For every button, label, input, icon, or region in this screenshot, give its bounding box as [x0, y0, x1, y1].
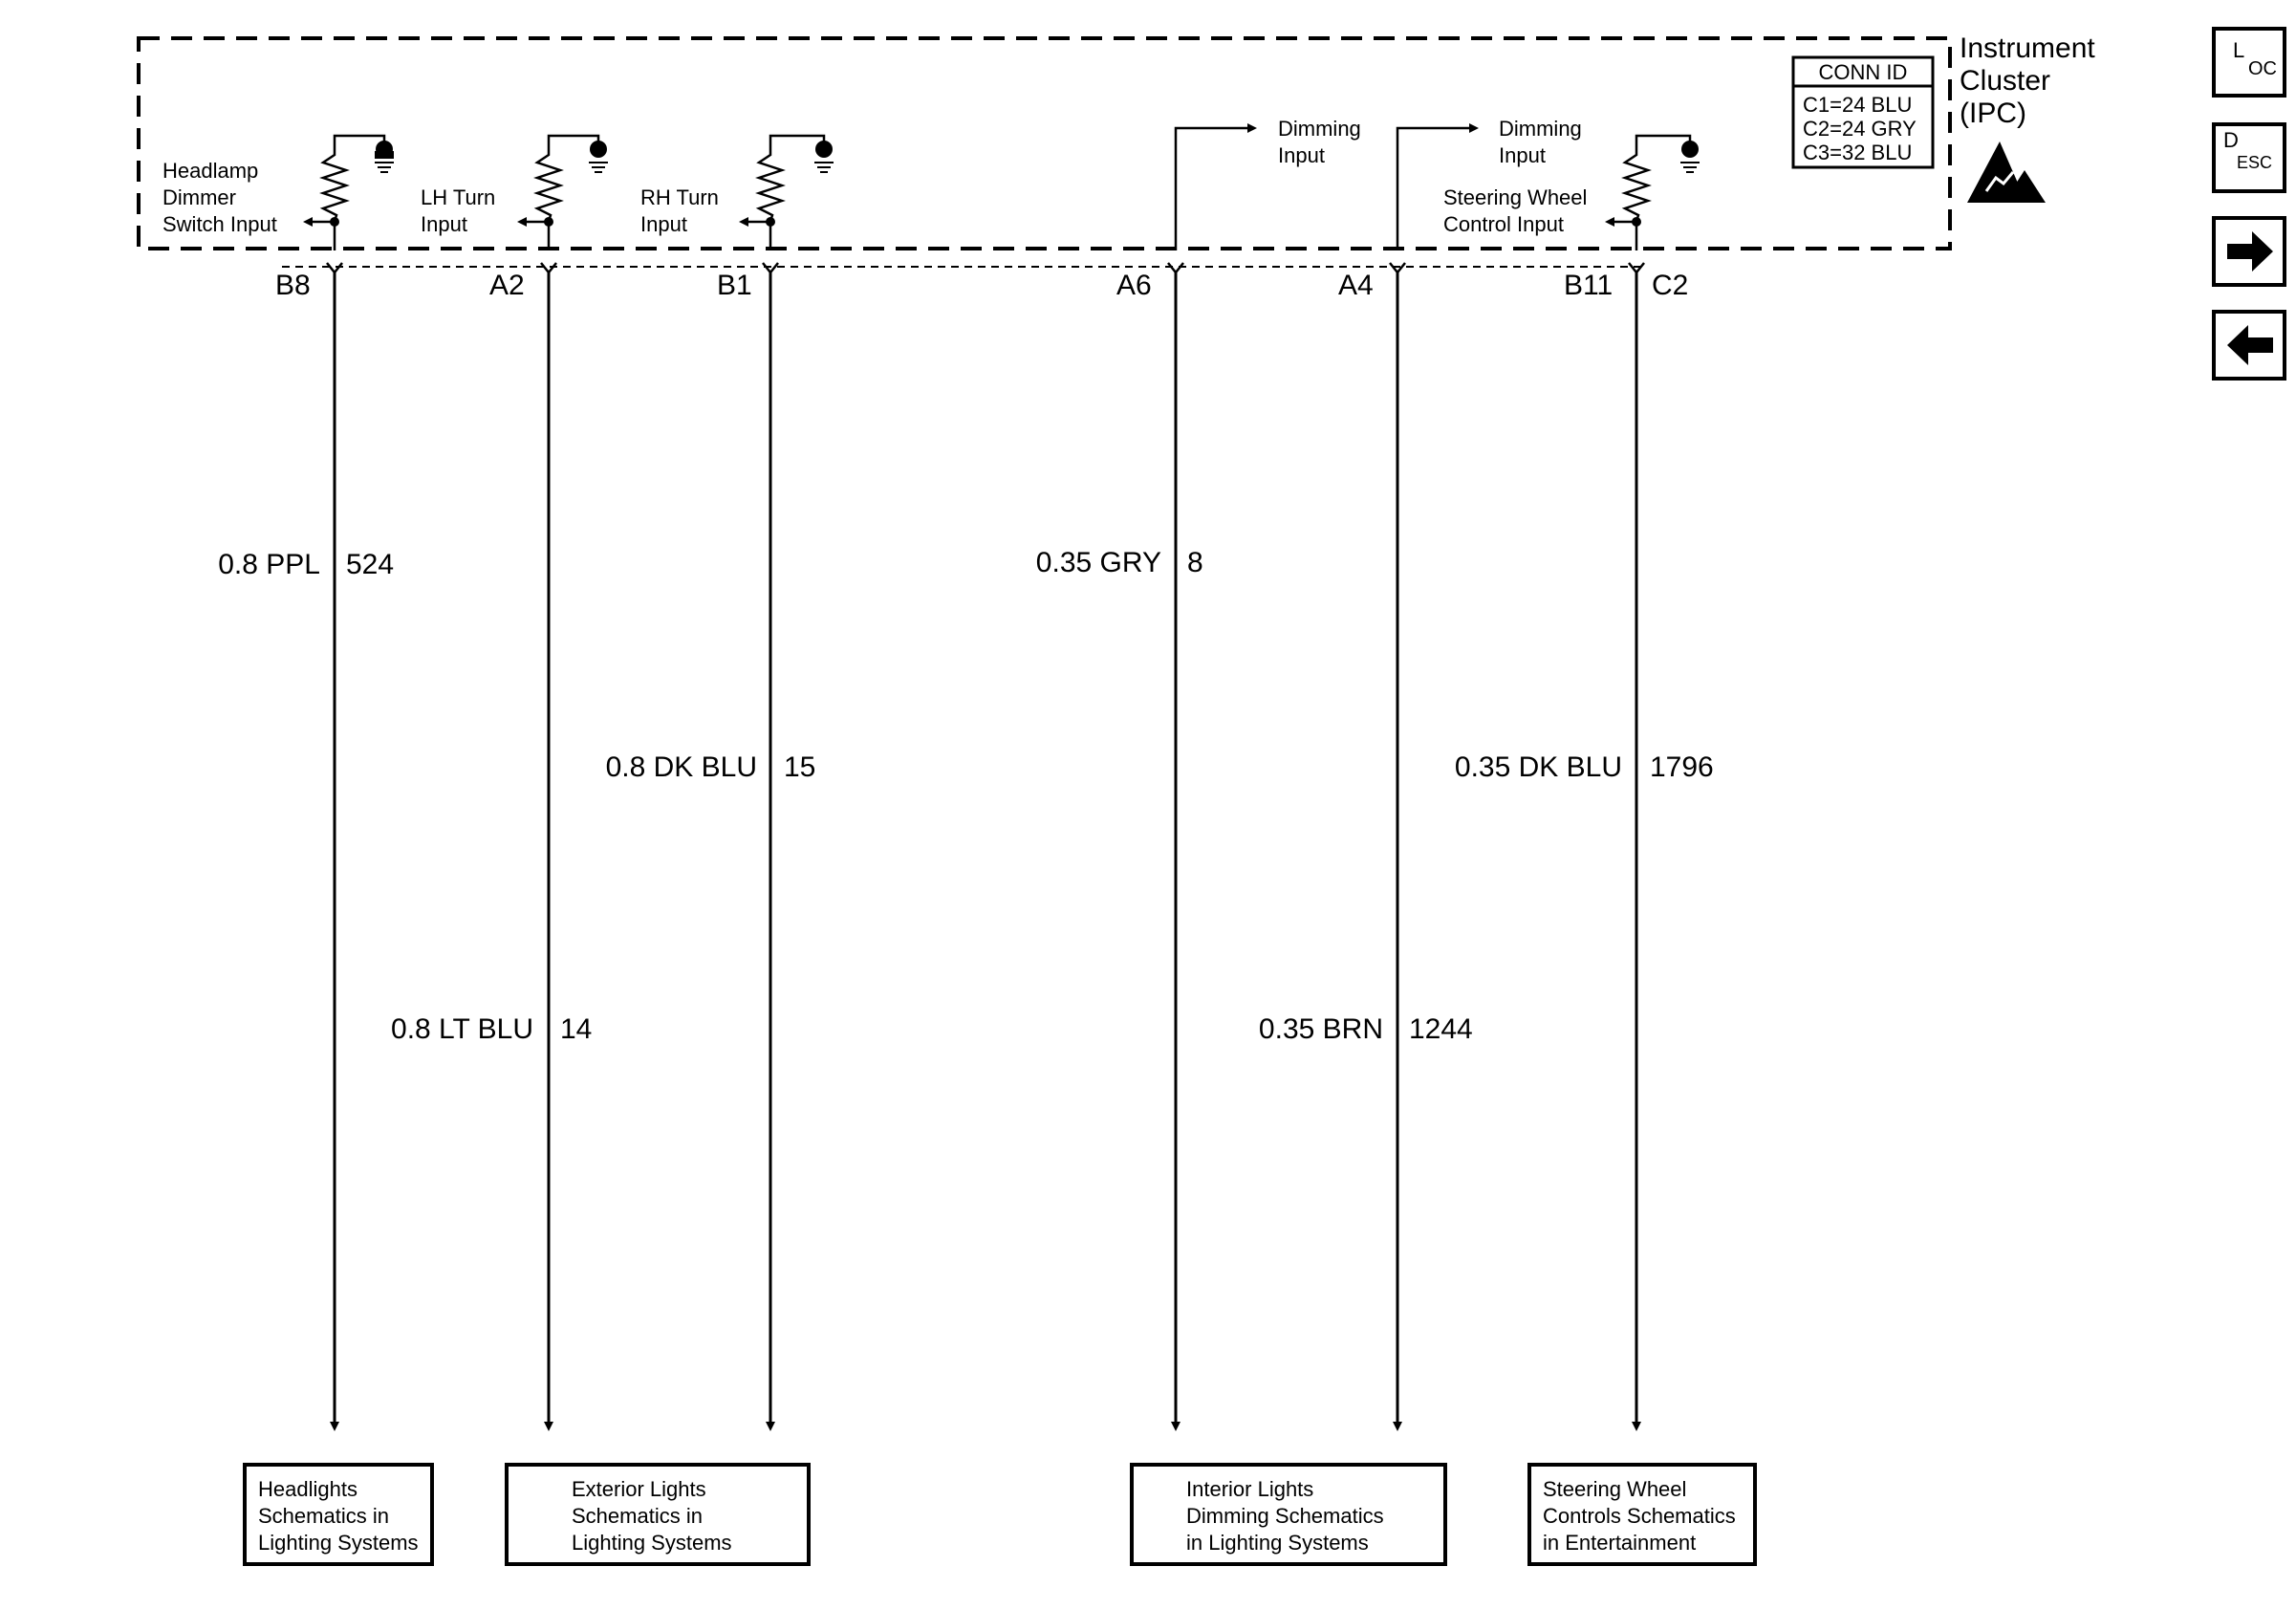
conn-id-row: C2=24 GRY	[1803, 117, 1917, 141]
input-label: Dimming Input	[1278, 117, 1367, 167]
svg-text:L: L	[2233, 38, 2244, 62]
next-button[interactable]	[2212, 216, 2286, 287]
loc-button[interactable]: L OC	[2212, 27, 2286, 98]
pin-label-b11: B11	[1564, 270, 1613, 301]
conn-id-table: CONN ID C1=24 BLU C2=24 GRY C3=32 BLU	[1791, 55, 1935, 169]
wire-color-label: 0.35 GRY	[1036, 547, 1161, 578]
svg-text:OC: OC	[2248, 58, 2277, 79]
conn-id-row: C3=32 BLU	[1803, 141, 1912, 164]
conn-id-header: CONN ID	[1819, 60, 1908, 84]
circuit-steering-wheel: Steering Wheel Control Input	[1443, 134, 1700, 250]
module-title: Instrument Cluster (IPC)	[1960, 33, 2103, 129]
pin-label-a4: A4	[1338, 270, 1374, 301]
svg-text:Exterior Lights Schemati: Exterior Lights Schematics in Lighting S…	[572, 1477, 732, 1555]
wire-color-label: 0.8 DK BLU	[606, 751, 757, 783]
svg-text:D: D	[2223, 128, 2239, 152]
module-outline	[137, 36, 1952, 250]
input-label: Steering Wheel Control Input	[1443, 185, 1593, 236]
instrument-cluster-module: Instrument Cluster (IPC) CONN ID C1=24 B…	[137, 33, 2103, 268]
wire-color-label: 0.35 DK BLU	[1455, 751, 1622, 783]
desc-icon: D ESC	[2223, 128, 2272, 172]
reference-steering-wheel-controls[interactable]: Steering Wheel Controls Schematics in En…	[1527, 1463, 1757, 1566]
wire-color-label: 0.35 BRN	[1259, 1013, 1383, 1045]
reference-exterior-lights[interactable]: Exterior Lights Schematics in Lighting S…	[505, 1463, 811, 1566]
pin-label-b8: B8	[275, 270, 311, 301]
ground-icon	[815, 141, 833, 158]
svg-text:ESC: ESC	[2237, 153, 2272, 172]
desc-button[interactable]: D ESC	[2212, 122, 2286, 193]
circuit-number-label: 524	[346, 549, 394, 580]
pin-label-b1: B1	[717, 270, 752, 301]
svg-text:Steering Wheel Controls: Steering Wheel Controls Schematics in En…	[1543, 1477, 1742, 1555]
ground-icon	[1681, 141, 1699, 158]
input-label: RH Turn Input	[640, 185, 725, 236]
wire-color-label: 0.8 LT BLU	[391, 1013, 533, 1045]
pin-label-a6: A6	[1116, 270, 1152, 301]
esd-warning-icon	[1967, 141, 2046, 203]
pin-label-c2: C2	[1652, 270, 1688, 301]
circuit-number-label: 15	[784, 751, 815, 783]
circuit-lh-turn: LH Turn Input	[421, 134, 608, 250]
ground-icon	[590, 141, 607, 158]
wire-color-label: 0.8 PPL	[218, 549, 320, 580]
circuit-headlamp: Headlamp Dimmer Switch Input	[162, 134, 394, 250]
input-label: LH Turn Input	[421, 185, 501, 236]
reference-interior-lights[interactable]: Interior Lights Dimming Schematics in Li…	[1130, 1463, 1447, 1566]
svg-text:Interior Lights Dimming: Interior Lights Dimming Schematics in Li…	[1186, 1477, 1390, 1555]
circuit-number-label: 8	[1187, 547, 1203, 578]
circuit-number-label: 1244	[1409, 1013, 1473, 1045]
arrow-left-icon	[2227, 325, 2273, 365]
pin-label-a2: A2	[489, 270, 525, 301]
ground-icon	[376, 141, 393, 158]
circuit-dimming-1: Dimming Input	[1174, 117, 1367, 250]
arrow-right-icon	[2227, 231, 2273, 272]
circuit-rh-turn: RH Turn Input	[640, 134, 834, 250]
circuit-number-label: 14	[560, 1013, 592, 1045]
conn-id-row: C1=24 BLU	[1803, 93, 1912, 117]
reference-headlights[interactable]: Headlights Schematics in Lighting System…	[243, 1463, 434, 1566]
circuit-number-label: 1796	[1650, 751, 1714, 783]
circuit-dimming-2: Dimming Input	[1396, 117, 1588, 250]
loc-icon: L OC	[2233, 38, 2277, 79]
svg-text:Headlights Schematics in: Headlights Schematics in Lighting System…	[258, 1477, 419, 1555]
prev-button[interactable]	[2212, 310, 2286, 381]
input-label: Dimming Input	[1499, 117, 1588, 167]
input-label: Headlamp Dimmer Switch Input	[162, 159, 277, 236]
